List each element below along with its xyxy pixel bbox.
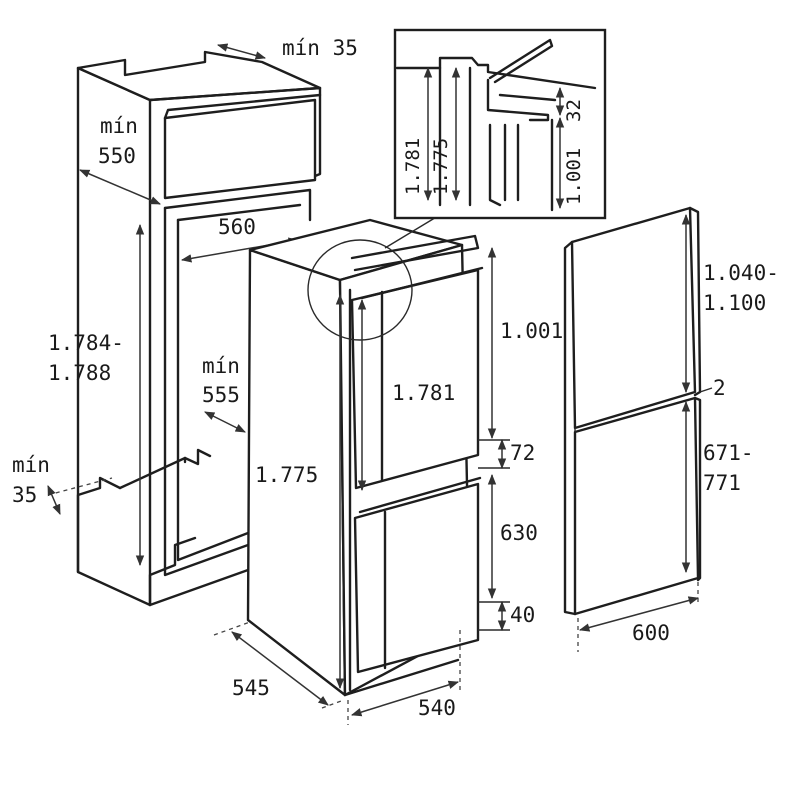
min550-label-a: mín bbox=[100, 114, 138, 138]
height1784-label-b: 1.788 bbox=[48, 361, 111, 385]
cabinet-dimensions: mín 35 mín 550 560 1.784- 1.788 mín 555 … bbox=[12, 36, 358, 567]
height630-label: 630 bbox=[500, 521, 538, 545]
min555-label-b: 555 bbox=[202, 383, 240, 407]
detail-1781-label: 1.781 bbox=[402, 138, 424, 195]
min550-label-b: 550 bbox=[98, 144, 136, 168]
height671-label-b: 771 bbox=[703, 471, 741, 495]
height1040-label-b: 1.100 bbox=[703, 291, 766, 315]
detail-1001-label: 1.001 bbox=[563, 148, 585, 205]
height40-label: 40 bbox=[510, 603, 535, 627]
min35-left-label-a: mín bbox=[12, 453, 50, 477]
gap72-label: 72 bbox=[510, 441, 535, 465]
door-dimensions: 1.040- 1.100 2 671- 771 600 bbox=[577, 213, 779, 652]
width560-label: 560 bbox=[218, 215, 256, 239]
appliance-upper-door bbox=[350, 268, 480, 490]
appliance-dimensions: 1.775 1.781 1.001 72 630 40 545 540 bbox=[213, 246, 563, 725]
detail-inset: 1.781 1.775 32 1.001 bbox=[393, 28, 607, 220]
depth545-label: 545 bbox=[232, 676, 270, 700]
width540-label: 540 bbox=[418, 696, 456, 720]
width600-label: 600 bbox=[632, 621, 670, 645]
gap2-label: 2 bbox=[713, 376, 726, 400]
detail-32-label: 32 bbox=[563, 99, 585, 122]
min555-label-a: mín bbox=[202, 354, 240, 378]
min35-left-label-b: 35 bbox=[12, 483, 37, 507]
detail-1775-label: 1.775 bbox=[430, 138, 452, 195]
height1784-label-a: 1.784- bbox=[48, 331, 124, 355]
door-panels bbox=[563, 206, 702, 616]
appliance bbox=[246, 209, 484, 697]
height1001-label: 1.001 bbox=[500, 319, 563, 343]
height671-label-a: 671- bbox=[703, 441, 754, 465]
upper-door-panel bbox=[570, 206, 697, 430]
min35-top-label: mín 35 bbox=[282, 36, 358, 60]
upper-compartment bbox=[163, 98, 317, 200]
height1040-label-a: 1.040- bbox=[703, 261, 779, 285]
door-height1781-label: 1.781 bbox=[392, 381, 455, 405]
height1775-label: 1.775 bbox=[255, 463, 318, 487]
appliance-lower-door bbox=[353, 482, 480, 674]
lower-door-panel bbox=[573, 396, 700, 616]
